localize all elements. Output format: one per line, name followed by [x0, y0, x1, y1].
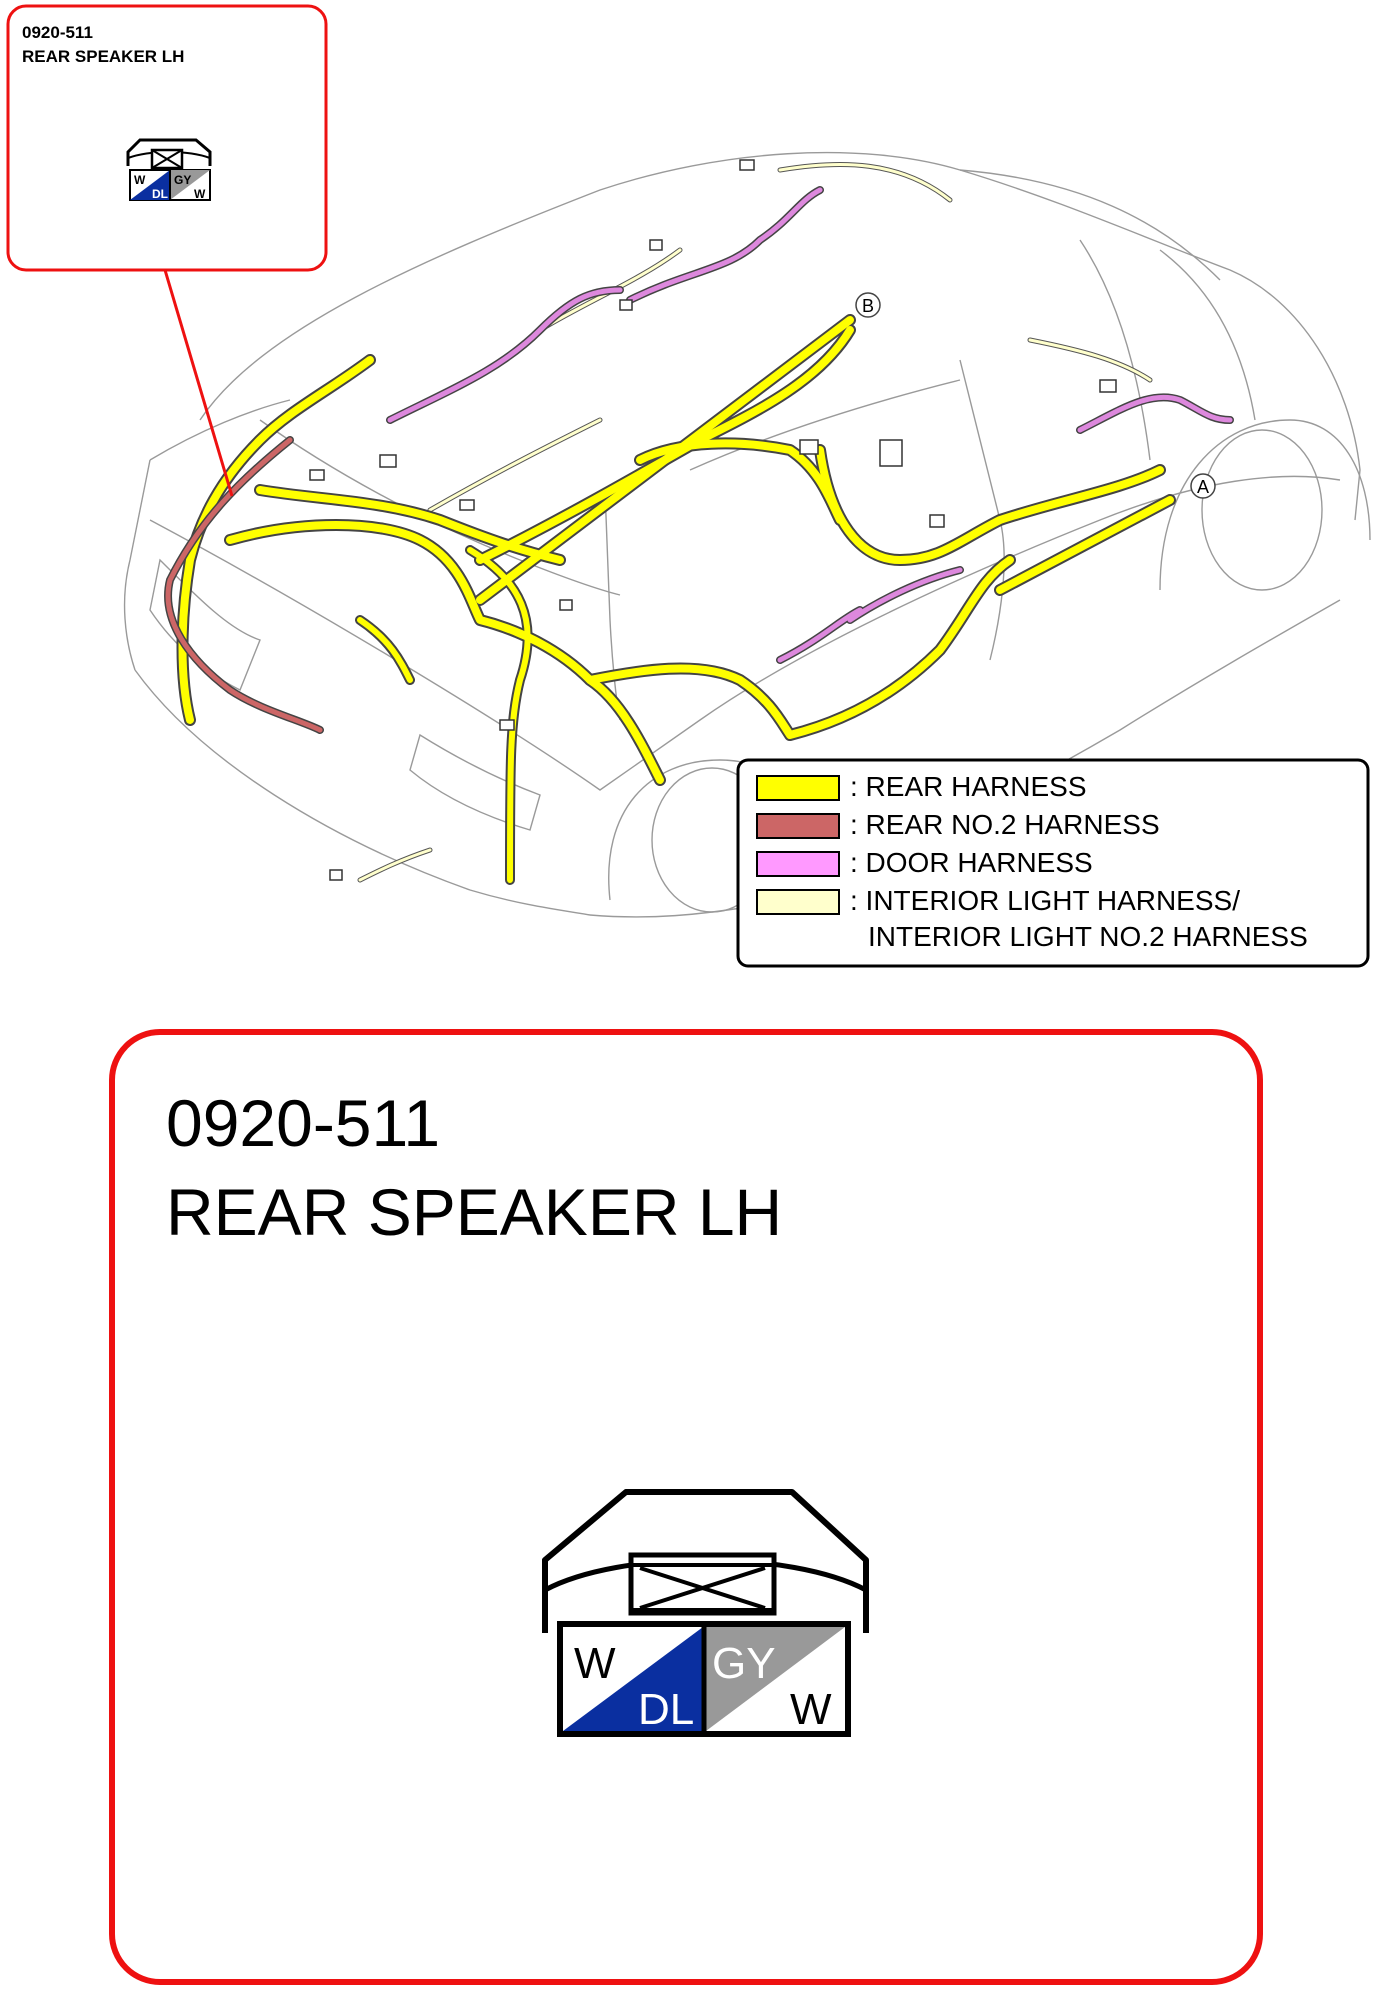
small-pin2-top: GY	[174, 173, 191, 187]
small-pin2-bottom: W	[194, 187, 206, 201]
legend-label-interior-light-harness: : INTERIOR LIGHT HARNESS/	[850, 885, 1240, 916]
callout-leader-line	[163, 269, 234, 497]
legend-item-door-harness: : DOOR HARNESS	[756, 847, 1093, 878]
pin-2-top-label: GY	[712, 1639, 776, 1688]
large-callout-code: 0920-511	[166, 1086, 440, 1160]
legend-item-rear-no2-harness: : REAR NO.2 HARNESS	[756, 809, 1160, 840]
small-callout-code: 0920-511	[22, 23, 93, 42]
legend-item-rear-harness: : REAR HARNESS	[756, 771, 1087, 802]
connector-pin-2: GY W	[706, 1627, 845, 1734]
marker-b-label: B	[862, 296, 874, 316]
legend-label-door-harness: : DOOR HARNESS	[850, 847, 1093, 878]
large-callout: 0920-511 REAR SPEAKER LH W DL G	[109, 1029, 1263, 1985]
small-callout: 0920-511 REAR SPEAKER LH W DL GY W	[6, 4, 328, 272]
legend: : REAR HARNESS : REAR NO.2 HARNESS : DOO…	[736, 758, 1370, 968]
harness-connectors	[309, 159, 1117, 881]
marker-b: B	[855, 292, 881, 318]
small-connector-icon: W DL GY W	[126, 138, 212, 201]
pin-2-bottom-label: W	[790, 1685, 832, 1734]
large-callout-name: REAR SPEAKER LH	[166, 1175, 782, 1249]
door-harness	[386, 186, 1234, 664]
connector-pin-1: W DL	[563, 1627, 703, 1734]
connector-face: W DL GY W	[542, 1489, 869, 1737]
small-pin1-bottom: DL	[152, 187, 168, 201]
legend-item-interior-light-harness: : INTERIOR LIGHT HARNESS/ INTERIOR LIGHT…	[756, 885, 1308, 952]
legend-label-interior-light-continuation: INTERIOR LIGHT NO.2 HARNESS	[868, 921, 1308, 952]
marker-a-label: A	[1197, 477, 1209, 497]
pin-1-bottom-label: DL	[638, 1685, 694, 1734]
small-pin1-top: W	[134, 173, 146, 187]
pin-1-top-label: W	[574, 1639, 616, 1688]
car-body-outline	[123, 151, 1371, 918]
marker-a: A	[1190, 473, 1216, 499]
legend-label-rear-no2-harness: : REAR NO.2 HARNESS	[850, 809, 1160, 840]
small-callout-name: REAR SPEAKER LH	[22, 47, 184, 66]
legend-label-rear-harness: : REAR HARNESS	[850, 771, 1087, 802]
